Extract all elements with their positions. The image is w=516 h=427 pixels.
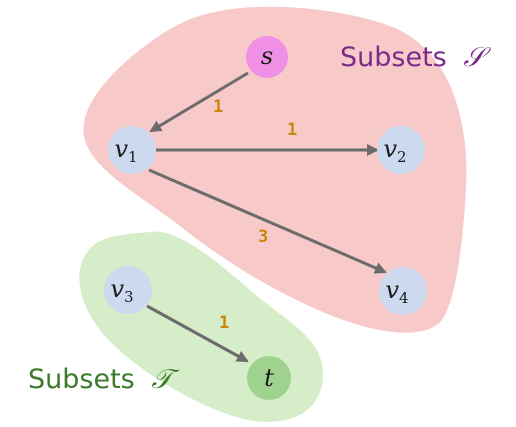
- node-v4: v4: [379, 267, 427, 315]
- node-v1-circle: [108, 126, 156, 174]
- node-v1-label: v1: [114, 135, 137, 166]
- node-v4-label: v4: [385, 276, 408, 307]
- node-s-label: s: [261, 42, 273, 70]
- node-t-circle: [247, 356, 291, 400]
- node-s-circle: [246, 36, 288, 78]
- weight-s-v1: 1: [213, 97, 223, 117]
- node-v3: v3: [104, 266, 152, 314]
- node-t-label: t: [264, 364, 274, 392]
- subset-t-label: Subsets 𝒯: [28, 364, 180, 395]
- subset-s-region: [83, 6, 467, 333]
- weight-v1-v4: 3: [258, 227, 268, 247]
- subset-s-label: Subsets 𝒮: [340, 42, 491, 73]
- edge-weights: 1 1 3 1: [213, 97, 297, 333]
- edge-v3-t: [146, 304, 249, 363]
- node-v4-circle: [379, 267, 427, 315]
- edges: [146, 71, 387, 363]
- node-t: t: [247, 356, 291, 400]
- edge-s-v1: [149, 71, 249, 133]
- subset-s-symbol: 𝒮: [463, 42, 491, 73]
- node-s: s: [246, 36, 288, 78]
- subset-s-label-text: Subsets: [340, 42, 447, 73]
- weight-v3-t: 1: [219, 313, 229, 333]
- node-v3-label: v3: [110, 275, 133, 306]
- node-v3-circle: [104, 266, 152, 314]
- edge-v1-v4: [148, 168, 387, 274]
- weight-v1-v2: 1: [287, 120, 297, 140]
- node-v2-label: v2: [383, 135, 406, 166]
- subset-t-label-text: Subsets: [28, 364, 135, 395]
- node-v2: v2: [377, 126, 425, 174]
- node-v2-circle: [377, 126, 425, 174]
- node-v1: v1: [108, 126, 156, 174]
